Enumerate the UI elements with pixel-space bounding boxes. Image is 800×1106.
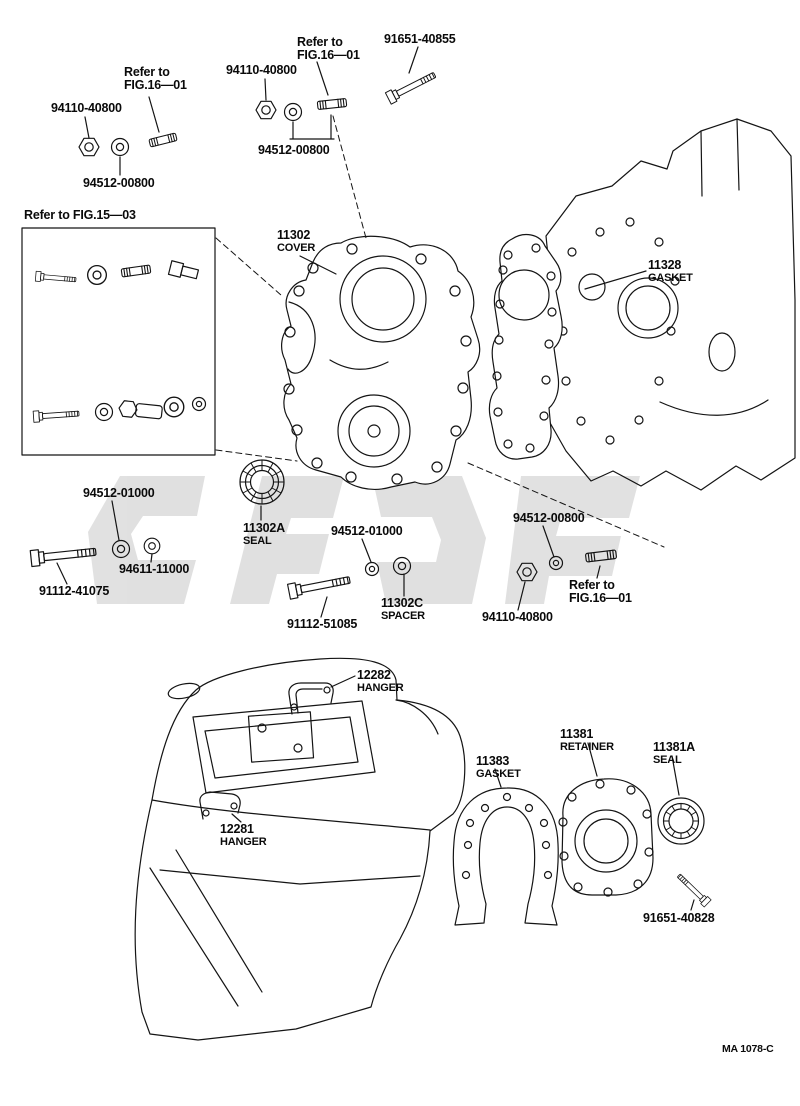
callout-91651-40828: 91651-40828: [643, 911, 715, 925]
callout-94512-01000-a: 94512-01000: [83, 486, 155, 500]
callout-11381-retainer: 11381 RETAINER: [560, 728, 614, 754]
part-name: SEAL: [653, 754, 682, 766]
part-number: 11302C: [381, 596, 423, 610]
part-number: 94512-00800: [83, 176, 155, 190]
front-seal-drawing: [239, 459, 285, 521]
timing-cover-drawing: [281, 235, 481, 490]
fig15-reference-box: [21, 227, 216, 456]
part-name: RETAINER: [560, 741, 614, 753]
part-name: SEAL: [243, 535, 272, 547]
callout-line: Refer to FIG.15—03: [24, 208, 136, 222]
part-number: 91651-40855: [384, 32, 456, 46]
lower-left-hardware: [29, 500, 161, 585]
construction-lines: [215, 115, 665, 548]
part-number: 94611-11000: [119, 562, 190, 576]
callout-refer-fig15-03: Refer to FIG.15—03: [24, 209, 136, 222]
rear-retainer-drawing: [558, 742, 654, 897]
callout-91651-40855: 91651-40855: [384, 32, 456, 46]
rear-bolt: [674, 871, 712, 911]
engine-block-drawing: [540, 118, 796, 491]
part-name: GASKET: [476, 768, 521, 780]
callout-11302c-spacer: 11302C SPACER: [381, 597, 425, 623]
top-right-bolt: [384, 46, 439, 105]
rear-seal-drawing: [657, 755, 705, 845]
part-number: 11383: [476, 754, 510, 768]
part-number: 11302: [277, 228, 311, 242]
callout-94110-40800-b: 94110-40800: [51, 102, 122, 115]
callout-refer-fig16-01-c: Refer to FIG.16—01: [569, 579, 632, 605]
figure-code: MA 1078-C: [722, 1043, 774, 1056]
callout-11302-cover: 11302 COVER: [277, 229, 315, 255]
part-name: GASKET: [648, 272, 693, 284]
callout-11381a-seal: 11381A SEAL: [653, 741, 695, 767]
part-number: 94110-40800: [482, 610, 553, 624]
callout-line: Refer to: [297, 35, 343, 49]
callout-12282-hanger: 12282 HANGER: [357, 668, 404, 695]
callout-94512-00800-c: 94512-00800: [513, 511, 585, 525]
lower-right-hardware: [516, 525, 618, 611]
part-number: 94110-40800: [226, 63, 297, 77]
callout-11302a-seal: 11302A SEAL: [243, 522, 285, 548]
timing-gasket-drawing: [488, 233, 563, 460]
part-number: 11381A: [653, 740, 695, 754]
callout-line: Refer to: [569, 578, 615, 592]
bottom-engine-drawing: [134, 657, 466, 1041]
callout-94611-11000: 94611-11000: [119, 563, 189, 576]
callout-94110-40800-a: 94110-40800: [226, 64, 297, 77]
part-number: 11381: [560, 727, 594, 741]
callout-91112-51085: 91112-51085: [287, 618, 357, 631]
part-number: 94512-00800: [513, 511, 585, 525]
callout-94512-00800-a: 94512-00800: [258, 143, 330, 157]
callout-94110-40800-c: 94110-40800: [482, 611, 553, 624]
part-name: HANGER: [357, 682, 404, 694]
callout-94512-00800-b: 94512-00800: [83, 176, 155, 190]
callout-91112-41075: 91112-41075: [39, 585, 109, 598]
rear-gasket-drawing: [452, 768, 559, 926]
part-number: 94512-01000: [331, 524, 403, 538]
part-number: 12282: [357, 668, 391, 682]
part-number: 94512-01000: [83, 486, 155, 500]
callout-12281-hanger: 12281 HANGER: [220, 822, 267, 849]
callout-line: FIG.16—01: [297, 48, 360, 62]
part-number: 94512-00800: [258, 143, 330, 157]
part-number: 91112-41075: [39, 584, 110, 598]
lower-center-hardware: [286, 538, 412, 618]
part-number: 91651-40828: [643, 911, 715, 925]
figure-code-text: MA 1078-C: [722, 1043, 774, 1055]
part-number: 12281: [220, 822, 254, 836]
callout-94512-01000-b: 94512-01000: [331, 524, 403, 538]
callout-line: Refer to: [124, 65, 170, 79]
callout-11383-gasket: 11383 GASKET: [476, 755, 521, 781]
part-number: 91112-51085: [287, 617, 358, 631]
callout-line: FIG.16—01: [124, 78, 187, 92]
part-name: SPACER: [381, 610, 425, 622]
callout-11328-gasket: 11328 GASKET: [648, 259, 693, 285]
part-number: 11328: [648, 258, 682, 272]
top-left-hardware: [78, 96, 178, 176]
callout-refer-fig16-01-b: Refer to FIG.16—01: [124, 66, 187, 92]
part-number: 11302A: [243, 521, 285, 535]
part-number: 94110-40800: [51, 101, 122, 115]
part-name: HANGER: [220, 836, 267, 848]
callout-line: FIG.16—01: [569, 591, 632, 605]
top-center-hardware: [255, 61, 348, 140]
part-name: COVER: [277, 242, 316, 254]
watermark-logo: [88, 476, 640, 604]
callout-refer-fig16-01-a: Refer to FIG.16—01: [297, 36, 360, 62]
